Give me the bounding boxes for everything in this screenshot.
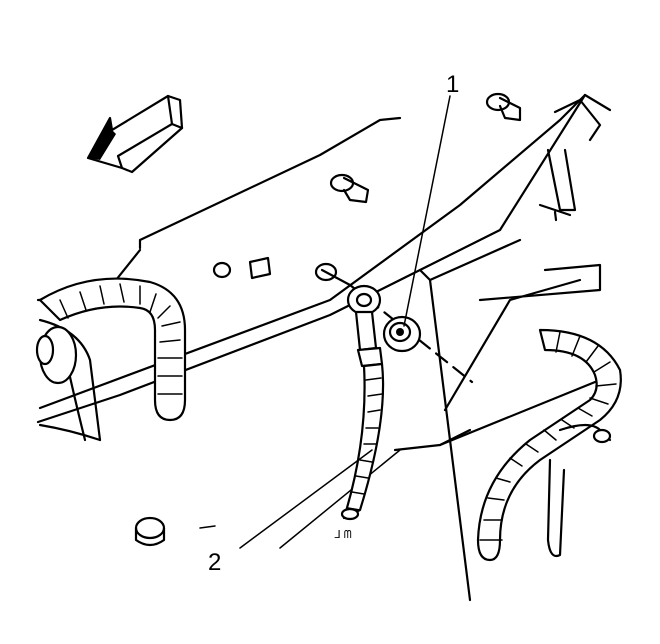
nut-icon xyxy=(382,315,422,353)
leader-lines xyxy=(239,95,451,549)
panel-holes xyxy=(212,256,272,280)
callout-1: 1 xyxy=(446,71,459,98)
bracket-right xyxy=(478,98,602,302)
callout-2: 2 xyxy=(208,549,221,576)
ground-cable xyxy=(340,362,385,521)
body-panel xyxy=(36,93,612,602)
direction-arrow-icon xyxy=(86,94,184,174)
left-wire-harness xyxy=(35,277,187,442)
right-wire-harness xyxy=(476,328,622,562)
stud-icon xyxy=(134,92,522,547)
code-mark: ᒧ ᗰ xyxy=(334,529,352,541)
cable-terminal-icon xyxy=(346,284,384,368)
